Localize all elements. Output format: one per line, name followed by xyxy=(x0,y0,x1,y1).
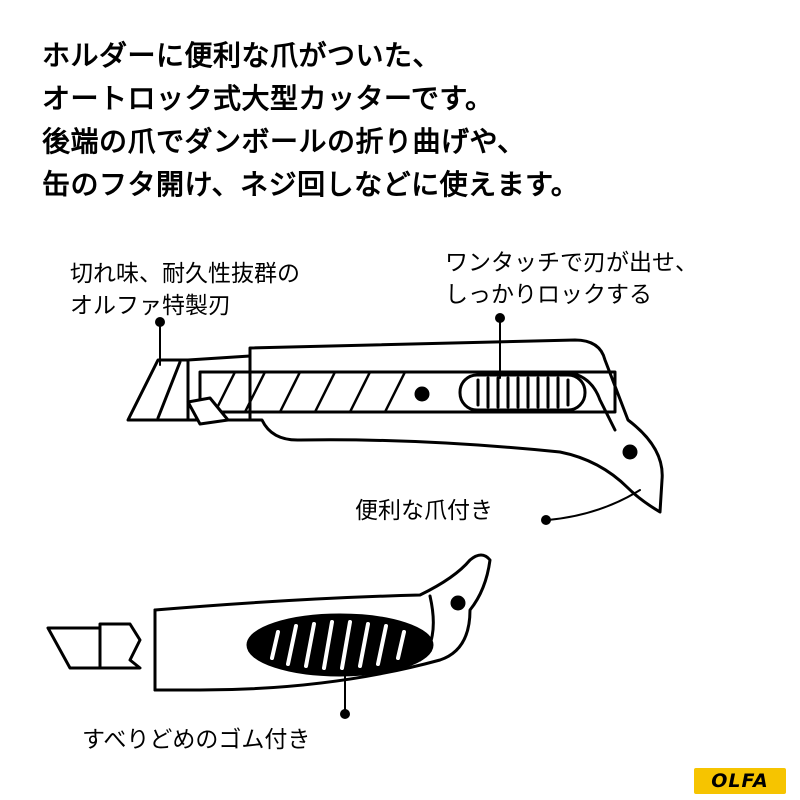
intro-line-1: ホルダーに便利な爪がついた、 xyxy=(42,39,442,72)
callout-lock-line-2: しっかりロックする xyxy=(445,282,652,308)
intro-line-3: 後端の爪でダンボールの折り曲げや、 xyxy=(42,125,526,158)
bottom-grip-ridges xyxy=(270,620,406,670)
leader-claw xyxy=(547,489,641,521)
olfa-logo-text: OLFA xyxy=(711,770,769,792)
intro-line-2: オートロック式大型カッターです。 xyxy=(42,82,494,115)
callout-blade-line-2: オルファ特製刃 xyxy=(70,293,231,319)
top-lock-ridges xyxy=(476,376,570,409)
callout-lock-line-1: ワンタッチで刃が出せ、 xyxy=(445,250,698,276)
callout-blade-line-1: 切れ味、耐久性抜群の xyxy=(70,261,300,287)
bottom-rivet xyxy=(450,595,466,611)
bottom-cutter xyxy=(46,553,492,692)
intro-line-4: 缶のフタ開け、ネジ回しなどに使えます。 xyxy=(42,168,580,201)
top-handle xyxy=(248,338,664,514)
top-rear-rivet xyxy=(622,444,638,460)
top-slider-rivet xyxy=(414,386,430,402)
top-channel-hatching xyxy=(213,370,407,414)
olfa-logo: OLFA xyxy=(694,768,786,794)
top-cutter xyxy=(126,338,664,514)
callout-blade: 切れ味、耐久性抜群の オルファ特製刃 xyxy=(70,258,300,322)
bottom-slider xyxy=(98,622,142,670)
intro-text: ホルダーに便利な爪がついた、 オートロック式大型カッターです。 後端の爪でダンボ… xyxy=(42,34,579,206)
callout-grip: すべりどめのゴム付き xyxy=(82,727,311,753)
top-lock-slider xyxy=(458,373,587,412)
callout-claw: 便利な爪付き xyxy=(355,498,493,524)
callout-lock: ワンタッチで刃が出せ、 しっかりロックする xyxy=(445,247,698,311)
